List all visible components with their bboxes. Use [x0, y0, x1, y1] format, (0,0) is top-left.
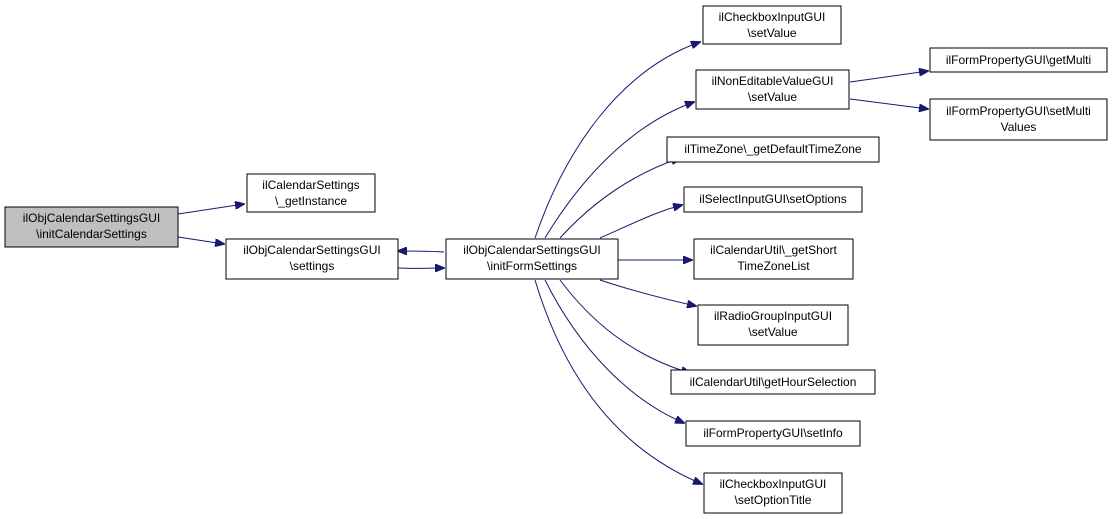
node-radio-line1: ilRadioGroupInputGUI: [714, 309, 832, 323]
node-tz-line1: ilTimeZone\_getDefaultTimeZone: [684, 142, 862, 156]
node-settings-line1: ilObjCalendarSettingsGUI: [243, 243, 380, 257]
node-init-form-line1: ilObjCalendarSettingsGUI: [463, 243, 600, 257]
node-default-timezone[interactable]: ilTimeZone\_getDefaultTimeZone: [666, 136, 880, 163]
edge-nev-getmulti: [849, 71, 928, 83]
node-get-instance[interactable]: ilCalendarSettings \_getInstance: [246, 173, 376, 213]
edge-initform-selopt: [599, 205, 682, 239]
node-hour-selection[interactable]: ilCalendarUtil\getHourSelection: [670, 369, 876, 395]
node-checkbox-set-value[interactable]: ilCheckboxInputGUI \setValue: [702, 5, 842, 45]
node-short-timezone-list[interactable]: ilCalendarUtil\_getShort TimeZoneList: [693, 238, 854, 280]
edge-root-getinstance: [177, 204, 244, 215]
node-get-instance-line1: ilCalendarSettings: [262, 178, 359, 192]
node-checkbox-set-option-title[interactable]: ilCheckboxInputGUI \setOptionTitle: [703, 472, 843, 514]
node-selopt-line1: ilSelectInputGUI\setOptions: [699, 192, 846, 206]
edge-initform-hour: [559, 279, 690, 373]
edge-initform-nevsetvalue: [544, 102, 694, 239]
node-init-form-line2: \initFormSettings: [487, 259, 577, 273]
edges: [177, 42, 928, 484]
node-root-line2: \initCalendarSettings: [36, 227, 147, 241]
node-set-info[interactable]: ilFormPropertyGUI\setInfo: [685, 420, 861, 447]
node-noneditable-set-value[interactable]: ilNonEditableValueGUI \setValue: [695, 69, 850, 110]
node-root[interactable]: ilObjCalendarSettingsGUI \initCalendarSe…: [4, 206, 179, 248]
node-nev-line2: \setValue: [748, 90, 797, 104]
edge-initform-info: [544, 279, 684, 423]
edge-initform-settings: [398, 251, 445, 252]
edge-root-settings: [177, 236, 224, 244]
node-hour-line1: ilCalendarUtil\getHourSelection: [690, 375, 857, 389]
edge-nev-setmulti: [849, 98, 928, 109]
node-nev-line1: ilNonEditableValueGUI: [712, 74, 834, 88]
edge-initform-cboptitle: [534, 279, 702, 484]
node-getmulti-line1: ilFormPropertyGUI\getMulti: [946, 53, 1091, 67]
edge-initform-cbsetvalue: [534, 42, 700, 239]
edge-initform-radio: [599, 279, 696, 306]
node-shorttz-line1: ilCalendarUtil\_getShort: [710, 243, 837, 257]
node-set-multi-values[interactable]: ilFormPropertyGUI\setMulti Values: [929, 98, 1108, 141]
node-radio-set-value[interactable]: ilRadioGroupInputGUI \setValue: [697, 304, 849, 346]
node-get-multi[interactable]: ilFormPropertyGUI\getMulti: [929, 47, 1108, 73]
node-cb-opttitle-line1: ilCheckboxInputGUI: [720, 477, 827, 491]
node-cb-setvalue-line1: ilCheckboxInputGUI: [719, 10, 826, 24]
edge-initform-tz: [559, 158, 680, 239]
node-init-form-settings[interactable]: ilObjCalendarSettingsGUI \initFormSettin…: [445, 238, 619, 280]
node-info-line1: ilFormPropertyGUI\setInfo: [703, 426, 843, 440]
node-select-set-options[interactable]: ilSelectInputGUI\setOptions: [683, 186, 863, 213]
node-shorttz-line2: TimeZoneList: [737, 259, 810, 273]
node-setmulti-line2: Values: [1001, 120, 1037, 134]
node-settings-line2: \settings: [290, 259, 335, 273]
node-cb-setvalue-line2: \setValue: [747, 26, 796, 40]
node-root-line1: ilObjCalendarSettingsGUI: [23, 211, 160, 225]
node-radio-line2: \setValue: [748, 325, 797, 339]
node-get-instance-line2: \_getInstance: [275, 194, 347, 208]
node-setmulti-line1: ilFormPropertyGUI\setMulti: [946, 104, 1091, 118]
node-cb-opttitle-line2: \setOptionTitle: [735, 493, 812, 507]
node-settings[interactable]: ilObjCalendarSettingsGUI \settings: [225, 238, 399, 280]
